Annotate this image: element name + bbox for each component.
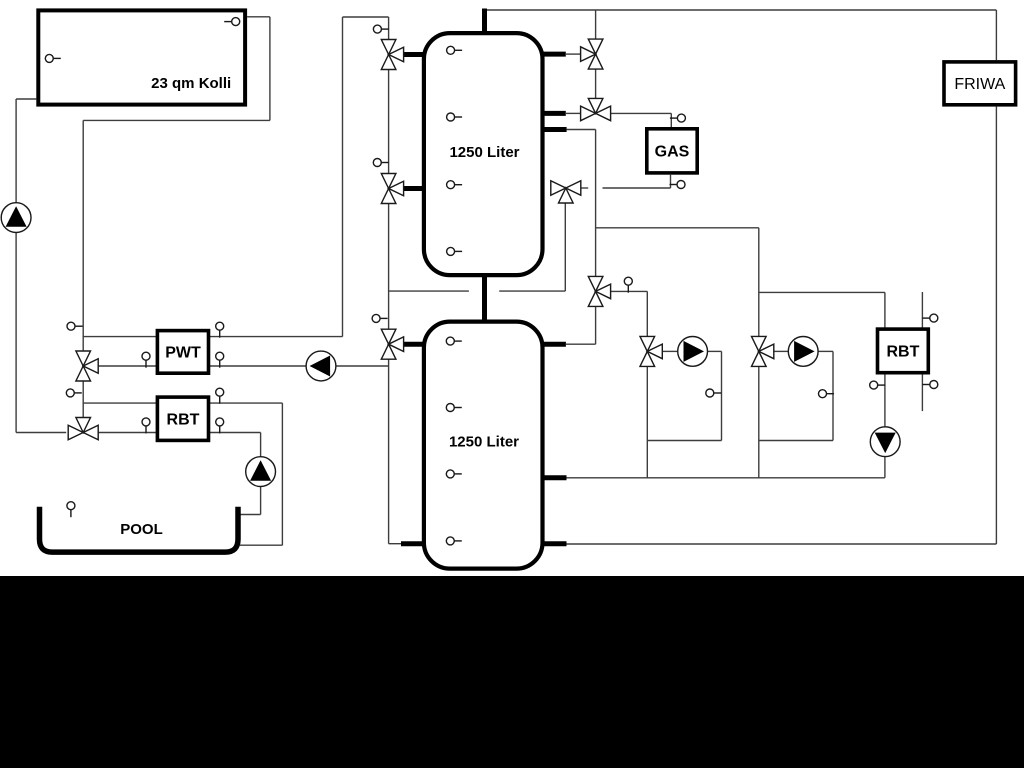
svg-text:1250 Liter: 1250 Liter [449,144,519,161]
svg-text:GAS: GAS [655,144,690,161]
svg-text:23 qm Kolli: 23 qm Kolli [151,75,231,92]
svg-text:1250 Liter: 1250 Liter [449,433,519,450]
svg-text:RBT: RBT [167,412,200,429]
svg-text:POOL: POOL [120,521,163,538]
svg-text:PWT: PWT [165,345,201,362]
svg-text:FRIWA: FRIWA [954,76,1005,93]
svg-text:RBT: RBT [886,344,919,361]
